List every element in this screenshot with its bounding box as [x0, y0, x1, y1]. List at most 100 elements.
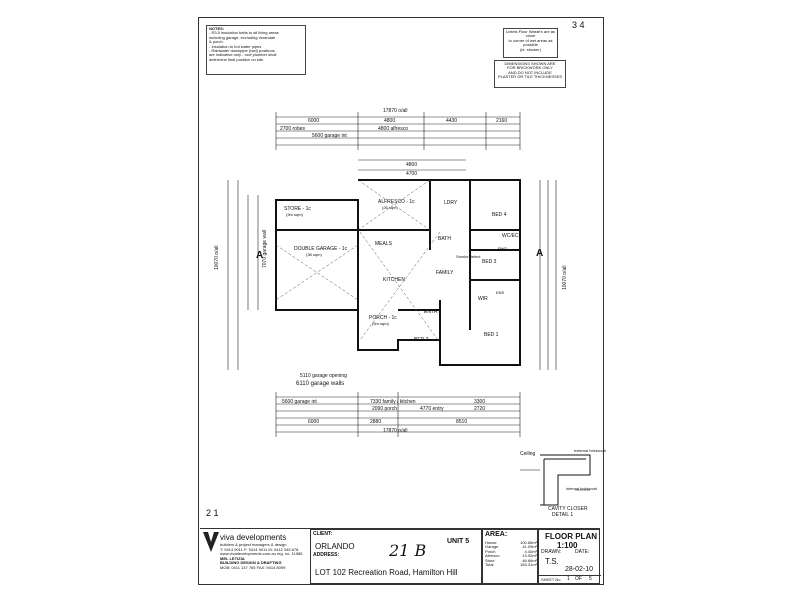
room-wc: WC/EC — [502, 233, 519, 239]
section-mark-right: A — [536, 248, 544, 259]
dim-overall-top: 17870 o/all — [383, 108, 408, 114]
address-text: LOT 102 Recreation Road, Hamilton Hill — [315, 568, 458, 577]
notes-line: - Rainwater downpipe (rwd) positions — [209, 48, 275, 54]
handwritten-lot: 21 B — [389, 541, 427, 560]
room-bath: BATH — [438, 236, 451, 242]
notes-line: including garage, excluding verandah — [209, 34, 276, 40]
room-ldry: LDRY — [444, 200, 458, 206]
room-bed4: BED 4 — [492, 212, 507, 218]
plumber-note-line: to corner of wet areas as possible — [508, 37, 553, 48]
dim-misc-bottom: 7330 family / kitchen — [370, 399, 416, 405]
notes-line: determine final position on site. — [209, 56, 265, 62]
dim-top-seg: 6000 — [308, 118, 320, 124]
section-mark-left: A — [256, 250, 264, 261]
dim-top-seg: 4430 — [446, 118, 458, 124]
notes-box: NOTES: - R3.5 insulation batts to all li… — [206, 25, 306, 75]
address-label: ADDRESS: — [313, 552, 340, 558]
area-row: Store 46.66m² — [485, 557, 537, 563]
room-garage-area: (38 sqm) — [306, 252, 322, 257]
notes-line: - R3.5 insulation batts to all living ar… — [209, 30, 279, 36]
dimension-note-line: FOR BRICKWORK ONLY — [507, 65, 553, 71]
dim-misc-bottom: 2090 porch — [372, 406, 398, 412]
client-name: ORLANDO — [315, 542, 355, 551]
sheet-total: 5 — [589, 576, 592, 582]
dim-bottom-seg: 2880 — [370, 419, 382, 425]
room-entry: ENTRY — [424, 309, 441, 315]
room-porch: PORCH - 1c — [369, 315, 397, 321]
dim-bottom-seg: 6000 — [308, 419, 320, 425]
dim-misc-top: 2700 robes — [280, 126, 306, 132]
dim-misc-bottom: 3300 — [474, 399, 486, 405]
room-bed2: BED 2 — [414, 337, 429, 343]
designer-sub: BUILDING DESIGN & DRAFTING — [220, 560, 282, 565]
area-row: Alfresco 13.92m² — [485, 553, 537, 559]
notes-line: are indicative only - roof plumber shall — [209, 52, 277, 58]
area-table: House 100.86m² Garage 41.09m² Porch 4.40… — [485, 540, 537, 567]
company-web: www.vivadevelopments.com.au reg. no. 119… — [220, 551, 303, 556]
detail-internal: internal brickwork — [566, 486, 598, 491]
drawn-label: DRAWN: — [541, 549, 562, 555]
drawing-sheet — [198, 17, 604, 585]
dim-misc-top: 4800 alfresco — [378, 126, 409, 132]
dim-bottom-seg: 8510 — [456, 419, 468, 425]
sheet-mark-top-right: 3 4 — [572, 20, 585, 30]
unit-label: UNIT 5 — [447, 538, 470, 545]
dim-garage-opening: 5110 garage opening — [300, 373, 347, 379]
room-family: FAMILY — [436, 270, 454, 276]
drawing-scale: 1:100 — [557, 541, 578, 550]
dim-top-seg: 4800 — [384, 118, 396, 124]
room-porch-area: (5m sqm) — [372, 321, 389, 326]
area-row: House 100.86m² — [485, 540, 537, 545]
dimension-note-line: PLASTER OR TILE THICKNESSES — [497, 74, 563, 80]
company-name: viva developments — [220, 533, 287, 542]
room-bed1: BED 1 — [484, 332, 499, 338]
plumber-note: Lintels Floor Waste's are as close to co… — [503, 28, 558, 58]
room-wir: WIR — [478, 296, 488, 302]
date-label: DATE: — [575, 549, 590, 555]
area-row: Garage 41.09m² — [485, 544, 537, 550]
dim-garage-walls: 6110 garage walls — [296, 381, 345, 387]
dim-misc-bottom: 5600 garage int — [282, 399, 317, 405]
notes-title: NOTES: — [209, 26, 225, 31]
sheet-of: OF — [575, 576, 582, 582]
room-double-garage: DOUBLE GARAGE - 1c — [294, 246, 348, 252]
dim-misc-bottom: 4770 entry — [420, 406, 444, 412]
drawn-by: T.S. — [545, 557, 559, 566]
dim-misc-top: 5600 garage int — [312, 133, 347, 139]
drawing-title: FLOOR PLAN — [545, 532, 597, 541]
sheet-number: 1 — [567, 576, 570, 582]
room-store-area: (3m sqm) — [286, 212, 303, 217]
company-logo: viva developments builders & project man… — [200, 529, 310, 584]
client-cell: CLIENT: ORLANDO ADDRESS: 21 B UNIT 5 LOT… — [310, 529, 482, 584]
dim-inner-4800: 4800 — [406, 162, 418, 168]
sheet-label: SHEET No — [541, 577, 561, 582]
room-bed3: BED 3 — [482, 259, 497, 265]
notes-line: - Insulation to hot water pipes — [209, 43, 262, 49]
dim-left-overall: 10070 o/all — [214, 245, 220, 270]
room-kitchen: KITCHEN — [383, 277, 405, 283]
drawing-date: 28-02-10 — [565, 566, 594, 573]
room-smoke: Smoke detect — [456, 254, 481, 259]
client-label: CLIENT: — [313, 531, 333, 537]
dim-garage-depth: 7070 garage wall — [262, 229, 268, 268]
dim-right-overall: 10070 o/all — [562, 265, 568, 290]
room-pwd: PWD — [498, 246, 508, 251]
area-cell: AREA: House 100.86m² Garage 41.09m² Porc… — [482, 529, 538, 584]
company-tagline: builders & project managers & design — [220, 542, 287, 547]
room-alfresco: ALFRESCO - 1c — [378, 199, 415, 205]
sheet-row: SHEET No 1 OF 5 — [539, 575, 601, 582]
dimension-note-line: DIMENSIONS SHOWN ARE — [504, 61, 556, 66]
room-meals: MEALS — [375, 241, 392, 247]
room-alfresco-area: (26 sqm) — [382, 205, 398, 210]
area-label: AREA: — [485, 531, 508, 538]
room-store: STORE - 1c — [284, 206, 311, 212]
detail-title: CAVITY CLOSER — [548, 506, 588, 512]
designer-name: MEL LETIZIA — [220, 555, 245, 561]
dim-misc-bottom: 2720 — [474, 406, 486, 412]
notes-line: & porch — [209, 39, 223, 45]
detail-subtitle: DETAIL 1 — [552, 512, 574, 518]
dim-inner-4700: 4700 — [406, 171, 418, 177]
designer-phone: MOB: 0411 137 765 FAX: 9414 8099 — [220, 564, 286, 570]
viva-logo-icon — [203, 532, 219, 552]
detail-ceiling: Ceiling — [520, 451, 536, 457]
